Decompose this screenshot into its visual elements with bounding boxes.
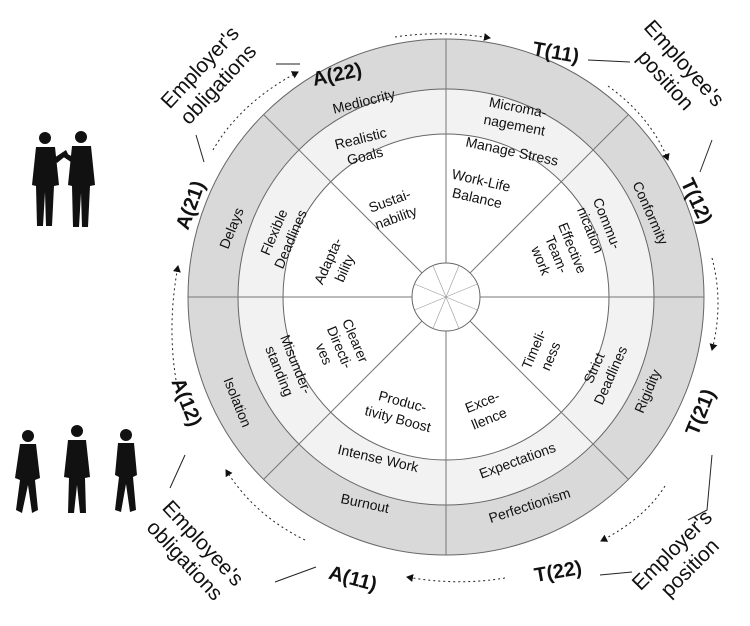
side-label-employers-position: Employer'sposition [628, 506, 735, 613]
hub-tick [414, 283, 447, 298]
sector-divider [469, 320, 629, 480]
hub-tick [445, 296, 460, 329]
arrow-a12-to-a21 [171, 265, 181, 381]
svg-text:Employee'sposition: Employee'sposition [621, 16, 729, 128]
svg-text:Employer'sobligations: Employer'sobligations [157, 22, 263, 130]
node-a11: A(11) [326, 562, 379, 596]
sector-divider [469, 114, 629, 274]
arrow-t21-to-t22 [600, 485, 666, 542]
node-t21: T(21) [682, 386, 720, 439]
side-label-employees-position: Employee'sposition [621, 16, 729, 128]
arrow-a11-to-a12 [225, 469, 306, 541]
arrow-t12-to-t21 [709, 257, 719, 351]
node-a12: A(12) [167, 375, 206, 430]
flow-arrows [171, 33, 719, 583]
business-people-silhouette-icon [32, 131, 95, 227]
hub-tick [432, 296, 447, 329]
svg-text:Employer'sposition: Employer'sposition [628, 506, 735, 613]
side-label-employers-obligations: Employer'sobligations [157, 22, 263, 130]
arrow-t22-to-a11 [406, 574, 506, 583]
sector-dividers [188, 39, 704, 555]
walking-people-silhouette-icon [15, 425, 137, 513]
arrow-t11-to-t12 [607, 85, 670, 161]
hub-tick [445, 283, 478, 298]
node-t22: T(22) [533, 557, 584, 587]
svg-text:Employee'sobligations: Employee'sobligations [139, 496, 248, 608]
sector-divider [263, 114, 423, 274]
sector-divider [263, 320, 423, 480]
arrow-a21-to-a22 [212, 71, 299, 151]
side-label-employees-obligations: Employee'sobligations [139, 496, 248, 608]
hub-tick [432, 265, 447, 298]
hub-tick [445, 296, 478, 311]
label-connectors [169, 59, 713, 583]
hub-tick [414, 296, 447, 311]
arrow-a22-to-t11 [394, 33, 491, 41]
hub-tick [445, 265, 460, 298]
